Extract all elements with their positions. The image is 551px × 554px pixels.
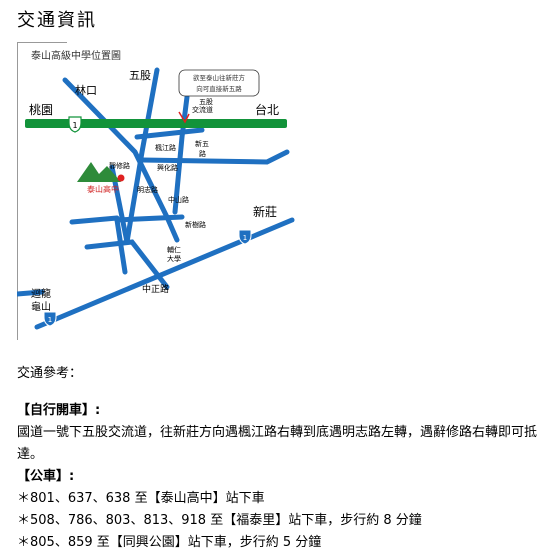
road-mingzhi <box>114 217 128 275</box>
page-title: 交通資訊 <box>17 10 97 31</box>
highway-shield-icon: 1 <box>43 311 57 327</box>
map-title: 泰山高級中學位置圖 <box>31 49 121 62</box>
transport-info: 【自行開車】: 國道一號下五股交流道，往新莊方向遇楓江路右轉到底遇明志路左轉，遇… <box>17 400 542 554</box>
bus-line: ＊508、786、803、813、918 至【福泰里】站下車，步行約 8 分鐘 <box>17 513 422 528</box>
road-huilong <box>17 289 45 297</box>
bus-heading: 【公車】: <box>17 469 75 484</box>
label-wugu: 五股 <box>129 69 151 82</box>
road-xinshu <box>84 239 170 290</box>
road-new-wugu <box>172 94 190 215</box>
label-new-wugu-road-1: 新五 <box>195 139 209 148</box>
mountain-icon <box>77 162 121 182</box>
label-wugu-interchange-2: 交流道 <box>192 105 213 114</box>
map-note-line-2: 向可直接新五路 <box>196 84 242 93</box>
map-svg: 泰山高級中學位置圖 1 1 1 <box>17 42 295 340</box>
label-taipei: 台北 <box>255 102 279 117</box>
label-fengjiang-road: 楓江路 <box>155 143 176 152</box>
label-furen-1: 輔仁 <box>167 245 181 254</box>
road-cross-2 <box>114 214 185 223</box>
map-note-box <box>178 69 260 97</box>
bus-line: ＊801、637、638 至【泰山高中】站下車 <box>17 491 265 506</box>
location-map: 泰山高級中學位置圖 1 1 1 <box>17 42 307 340</box>
road-zhongzheng <box>34 217 295 330</box>
label-jingxiu-road: 靜修路 <box>109 161 130 170</box>
highway-shield-icon: 1 <box>68 116 82 133</box>
drive-text: 國道一號下五股交流道，往新莊方向遇楓江路右轉到底遇明志路左轉，遇辭修路右轉即可抵… <box>17 425 538 462</box>
map-note-line-1: 欲至泰山往新莊方 <box>193 73 246 82</box>
school-label: 泰山高中 <box>87 184 119 194</box>
label-xinzhuang: 新莊 <box>253 204 277 219</box>
school-marker-icon <box>117 174 125 182</box>
label-zhongshan-road: 中山路 <box>168 195 189 204</box>
label-new-wugu-road-2: 路 <box>199 149 206 158</box>
road-linkou <box>62 77 180 243</box>
label-furen-2: 大學 <box>167 254 181 263</box>
road-wugu <box>124 67 160 245</box>
label-taoyuan: 桃園 <box>29 102 53 117</box>
svg-text:1: 1 <box>72 121 77 130</box>
label-huilong: 迴龍 <box>31 287 51 300</box>
road-cross-3 <box>69 215 120 225</box>
section-label: 交通參考： <box>17 366 83 381</box>
label-wugu-interchange-1: 五股 <box>199 98 213 106</box>
label-xinghua-road: 興化路 <box>157 163 178 172</box>
drive-heading: 【自行開車】: <box>17 403 101 418</box>
road-cross-1 <box>139 149 290 165</box>
label-xinshu-road: 新樹路 <box>185 220 206 229</box>
bus-line: ＊805、859 至【同興公園】站下車，步行約 5 分鐘 <box>17 535 322 550</box>
label-mingzhi-road: 明志路 <box>137 185 158 194</box>
interchange-arrow-icon <box>178 111 190 124</box>
highway-shield-icon: 1 <box>238 229 252 245</box>
svg-text:1: 1 <box>243 234 247 242</box>
highway-bar <box>25 119 287 128</box>
label-linkou: 林口 <box>75 83 97 97</box>
svg-text:1: 1 <box>48 316 52 324</box>
label-guishan: 龜山 <box>31 300 51 313</box>
road-fengjiang <box>134 127 205 140</box>
label-zhongzheng-road: 中正路 <box>142 283 169 295</box>
